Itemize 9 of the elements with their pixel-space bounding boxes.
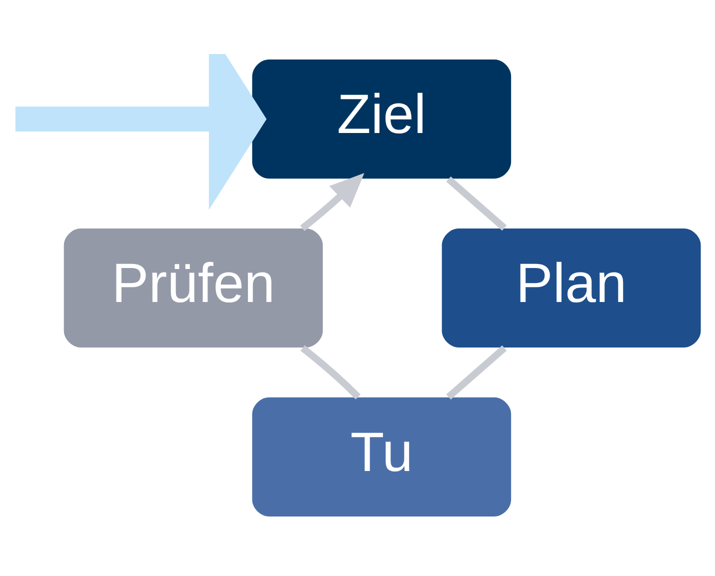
connector [446, 345, 507, 400]
connector [446, 176, 507, 231]
node-box: Ziel [252, 60, 512, 179]
node-box: Tu [252, 397, 512, 516]
node-box: Plan [442, 228, 701, 348]
node-box: Prüfen [64, 228, 323, 348]
connector [300, 345, 361, 400]
arrow [15, 54, 267, 210]
arrow [300, 173, 364, 231]
